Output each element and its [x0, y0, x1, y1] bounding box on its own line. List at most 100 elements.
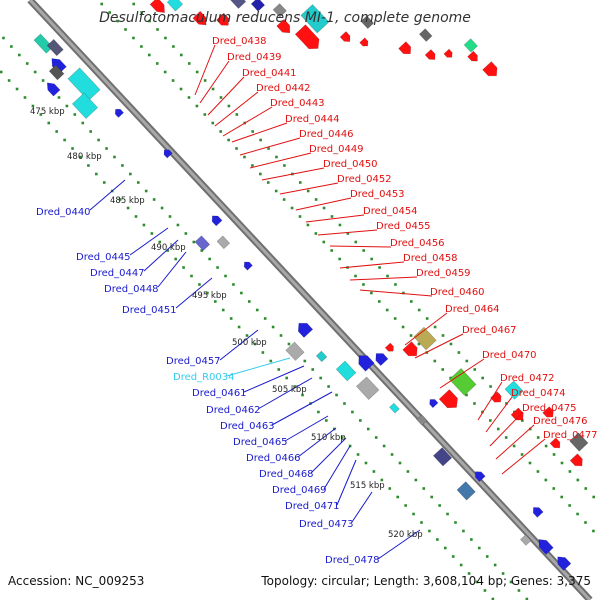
gene-feature[interactable] [33, 33, 54, 54]
gene-label[interactable]: Dred_0469 [272, 485, 327, 496]
gene-label[interactable]: Dred_0461 [192, 388, 247, 399]
gene-feature[interactable] [402, 341, 421, 360]
gene-feature[interactable] [427, 397, 439, 409]
gene-feature[interactable] [389, 402, 400, 414]
gene-feature[interactable] [149, 0, 168, 16]
gene-feature[interactable] [443, 48, 455, 60]
gene-label[interactable]: Dred_0456 [390, 238, 445, 249]
gene-feature[interactable] [519, 534, 532, 546]
gene-feature[interactable] [162, 147, 173, 159]
gene-feature[interactable] [413, 326, 437, 351]
gene-feature[interactable] [209, 213, 223, 227]
gene-feature[interactable] [463, 38, 478, 53]
gene-feature[interactable] [569, 432, 589, 452]
gene-feature[interactable] [242, 260, 253, 271]
gene-feature[interactable] [166, 0, 184, 12]
gene-feature[interactable] [294, 24, 323, 54]
gene-feature[interactable] [473, 469, 486, 483]
gene-label[interactable]: Dred_0465 [233, 437, 288, 448]
gene-feature[interactable] [315, 350, 328, 363]
gene-label[interactable]: Dred_0438 [212, 36, 267, 47]
gene-label[interactable]: Dred_0464 [445, 304, 500, 315]
gene-label[interactable]: Dred_0463 [220, 421, 275, 432]
gene-feature[interactable] [530, 505, 544, 518]
gene-label[interactable]: Dred_0458 [403, 253, 458, 264]
gene-feature[interactable] [359, 37, 371, 49]
gene-label[interactable]: Dred_0460 [430, 287, 485, 298]
gene-feature[interactable] [490, 391, 504, 405]
gene-feature[interactable] [448, 367, 477, 396]
gene-label[interactable]: Dred_0470 [482, 350, 537, 361]
gene-label[interactable]: Dred_0478 [325, 555, 380, 566]
gene-label[interactable]: Dred_0457 [166, 356, 221, 367]
rna-label[interactable]: Dred_R0034 [173, 372, 235, 383]
gene-feature[interactable] [339, 31, 353, 45]
gene-feature[interactable] [192, 10, 210, 28]
gene-feature[interactable] [424, 49, 438, 63]
gene-label[interactable]: Dred_0466 [246, 453, 301, 464]
gene-label[interactable]: Dred_0477 [543, 430, 598, 441]
gene-feature[interactable] [372, 350, 389, 367]
gene-label[interactable]: Dred_0443 [270, 98, 325, 109]
gene-feature[interactable] [46, 38, 64, 57]
gene-label[interactable]: Dred_0472 [500, 373, 555, 384]
gene-label[interactable]: Dred_0450 [323, 159, 378, 170]
gene-label[interactable]: Dred_0445 [76, 252, 131, 263]
gene-label[interactable]: Dred_0440 [36, 207, 91, 218]
gene-feature[interactable] [360, 15, 375, 30]
gene-feature[interactable] [229, 0, 247, 9]
gene-feature[interactable] [294, 319, 314, 338]
gene-feature[interactable] [71, 92, 99, 119]
gene-feature[interactable] [398, 41, 414, 58]
gene-feature[interactable] [482, 61, 501, 80]
gene-label[interactable]: Dred_0449 [309, 144, 364, 155]
gene-label[interactable]: Dred_0442 [256, 83, 311, 94]
gene-feature[interactable] [276, 18, 294, 36]
gene-label[interactable]: Dred_0444 [285, 114, 340, 125]
gene-label[interactable]: Dred_0459 [416, 268, 471, 279]
gene-feature[interactable] [542, 406, 556, 420]
gene-feature[interactable] [216, 12, 231, 29]
gene-feature[interactable] [355, 351, 375, 372]
gene-feature[interactable] [355, 376, 380, 401]
gene-label[interactable]: Dred_0475 [522, 403, 577, 414]
gene-feature[interactable] [416, 414, 428, 426]
gene-feature[interactable] [113, 107, 124, 118]
gene-feature[interactable] [418, 28, 433, 42]
gene-feature[interactable] [285, 341, 305, 361]
gene-feature[interactable] [549, 437, 563, 451]
gene-label[interactable]: Dred_0467 [462, 325, 517, 336]
gene-label[interactable]: Dred_0451 [122, 305, 177, 316]
gene-feature[interactable] [194, 235, 211, 252]
gene-label[interactable]: Dred_0476 [533, 416, 588, 427]
gene-label[interactable]: Dred_0473 [299, 519, 354, 530]
gene-label[interactable]: Dred_0474 [511, 388, 566, 399]
gene-feature[interactable] [44, 80, 61, 97]
gene-feature[interactable] [67, 67, 101, 102]
gene-label[interactable]: Dred_0452 [337, 174, 392, 185]
gene-feature[interactable] [504, 380, 524, 400]
gene-feature[interactable] [48, 64, 65, 81]
gene-label[interactable]: Dred_0462 [206, 405, 261, 416]
gene-label[interactable]: Dred_0447 [90, 268, 145, 279]
gene-feature[interactable] [335, 360, 357, 382]
gene-feature[interactable] [250, 0, 266, 12]
gene-label[interactable]: Dred_0453 [350, 189, 405, 200]
gene-feature[interactable] [384, 342, 396, 354]
gene-feature[interactable] [272, 3, 287, 18]
gene-label[interactable]: Dred_0439 [227, 52, 282, 63]
gene-label[interactable]: Dred_0446 [299, 129, 354, 140]
gene-label[interactable]: Dred_0471 [285, 501, 340, 512]
gene-feature[interactable] [216, 235, 231, 250]
gene-label[interactable]: Dred_0468 [259, 469, 314, 480]
gene-label[interactable]: Dred_0448 [104, 284, 159, 295]
gene-feature[interactable] [432, 447, 453, 467]
gene-feature[interactable] [569, 453, 585, 470]
gene-label[interactable]: Dred_0454 [363, 206, 418, 217]
gene-feature[interactable] [300, 4, 330, 34]
gene-feature[interactable] [535, 536, 554, 555]
gene-feature[interactable] [554, 553, 572, 571]
gene-feature[interactable] [467, 50, 481, 64]
gene-label[interactable]: Dred_0455 [376, 221, 431, 232]
gene-feature[interactable] [438, 389, 462, 413]
